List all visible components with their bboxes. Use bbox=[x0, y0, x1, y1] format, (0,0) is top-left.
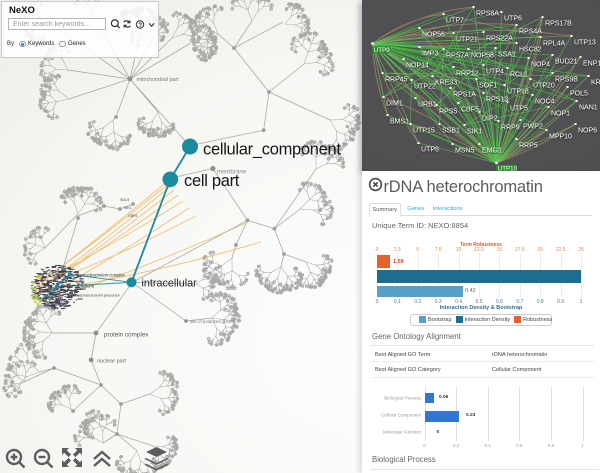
svg-text:UTP4: UTP4 bbox=[486, 69, 504, 76]
svg-text:RPS17B: RPS17B bbox=[545, 21, 572, 28]
svg-text:UTP22: UTP22 bbox=[414, 84, 436, 91]
svg-text:NOP6: NOP6 bbox=[578, 128, 597, 135]
svg-text:cellular_component: cellular_component bbox=[203, 141, 341, 159]
svg-text:RPS5: RPS5 bbox=[439, 109, 457, 116]
svg-text:DIM1: DIM1 bbox=[386, 101, 403, 108]
svg-text:RPS9B: RPS9B bbox=[555, 77, 578, 84]
svg-text:RPL16A: RPL16A bbox=[42, 279, 56, 283]
svg-text:SIK1: SIK1 bbox=[124, 206, 132, 210]
svg-text:RPS1A: RPS1A bbox=[453, 92, 476, 99]
svg-text:RPL4A: RPL4A bbox=[543, 41, 566, 48]
svg-text:KRE: KRE bbox=[591, 80, 600, 87]
svg-text:HSC82: HSC82 bbox=[519, 47, 542, 54]
svg-text:MPP10: MPP10 bbox=[549, 134, 572, 141]
svg-text:BUD21: BUD21 bbox=[555, 59, 578, 66]
svg-text:UTP6: UTP6 bbox=[504, 16, 522, 23]
svg-text:URB1: URB1 bbox=[418, 102, 437, 109]
svg-text:ribosomal subunit: ribosomal subunit bbox=[61, 284, 95, 289]
svg-text:NOP58: NOP58 bbox=[471, 53, 494, 60]
svg-text:IMP3: IMP3 bbox=[422, 51, 438, 58]
svg-text:membrane: membrane bbox=[217, 169, 247, 176]
svg-text:SOL5: SOL5 bbox=[120, 198, 129, 202]
svg-text:POL5: POL5 bbox=[570, 91, 588, 98]
svg-text:nuclear part: nuclear part bbox=[97, 358, 127, 364]
svg-text:site of polarized growth: site of polarized growth bbox=[190, 319, 236, 324]
svg-text:EMG1: EMG1 bbox=[482, 148, 502, 155]
svg-text:RRP45: RRP45 bbox=[385, 77, 408, 84]
svg-text:NOP4: NOP4 bbox=[50, 300, 60, 304]
svg-text:MSN5: MSN5 bbox=[455, 148, 475, 155]
svg-text:RPS13: RPS13 bbox=[486, 97, 508, 104]
svg-text:UTP8: UTP8 bbox=[421, 147, 439, 154]
svg-text:RPS22A: RPS22A bbox=[486, 36, 513, 43]
svg-text:SSB1: SSB1 bbox=[442, 128, 460, 135]
svg-text:RRP12: RRP12 bbox=[456, 71, 479, 78]
svg-text:NOP4: NOP4 bbox=[531, 62, 550, 69]
svg-text:CBF5: CBF5 bbox=[128, 214, 137, 218]
svg-text:UTP13: UTP13 bbox=[574, 40, 596, 47]
svg-text:NOP14: NOP14 bbox=[406, 63, 429, 70]
svg-text:NOP1: NOP1 bbox=[551, 111, 570, 118]
svg-text:BMS1: BMS1 bbox=[390, 119, 409, 126]
svg-text:UTP5: UTP5 bbox=[510, 106, 528, 113]
svg-text:ribosomal subunit precursor: ribosomal subunit precursor bbox=[73, 294, 121, 298]
svg-text:RPS8A: RPS8A bbox=[476, 11, 499, 18]
svg-text:RPS1 A: RPS1 A bbox=[46, 271, 60, 276]
svg-text:mitochondrial part: mitochondrial part bbox=[137, 77, 180, 83]
svg-text:KRE33: KRE33 bbox=[435, 80, 457, 87]
svg-text:UTP18: UTP18 bbox=[507, 89, 529, 96]
svg-text:RRP9: RRP9 bbox=[501, 125, 520, 132]
svg-text:ribonucleoprotein complex: ribonucleoprotein complex bbox=[76, 273, 126, 278]
svg-text:UTP7: UTP7 bbox=[446, 18, 464, 25]
svg-text:CBF5: CBF5 bbox=[461, 107, 479, 114]
svg-text:intracellular: intracellular bbox=[142, 278, 198, 290]
svg-text:cell part: cell part bbox=[184, 172, 240, 190]
svg-text:UTP20: UTP20 bbox=[533, 83, 555, 90]
svg-text:ENP1: ENP1 bbox=[583, 61, 600, 68]
svg-text:SIK1: SIK1 bbox=[467, 129, 482, 136]
svg-text:NOP56: NOP56 bbox=[422, 32, 445, 39]
svg-text:RCL1: RCL1 bbox=[510, 72, 528, 79]
svg-text:SSA1: SSA1 bbox=[498, 52, 516, 59]
svg-text:RPS7A: RPS7A bbox=[446, 53, 469, 60]
svg-text:NAN1: NAN1 bbox=[579, 105, 598, 112]
svg-text:UTP9: UTP9 bbox=[374, 47, 390, 54]
svg-text:PWP2: PWP2 bbox=[523, 124, 543, 131]
svg-text:protein complex: protein complex bbox=[104, 332, 149, 339]
svg-text:SOF1: SOF1 bbox=[479, 83, 497, 90]
svg-text:NOC4: NOC4 bbox=[535, 99, 555, 106]
svg-text:RPS4A: RPS4A bbox=[519, 29, 542, 36]
svg-text:?: ? bbox=[138, 22, 142, 29]
svg-text:RRP5: RRP5 bbox=[519, 143, 538, 150]
svg-text:UTP21: UTP21 bbox=[456, 37, 478, 44]
svg-text:UTP10: UTP10 bbox=[498, 165, 518, 171]
svg-text:DIP2: DIP2 bbox=[482, 116, 498, 123]
svg-text:UTP15: UTP15 bbox=[413, 128, 435, 135]
